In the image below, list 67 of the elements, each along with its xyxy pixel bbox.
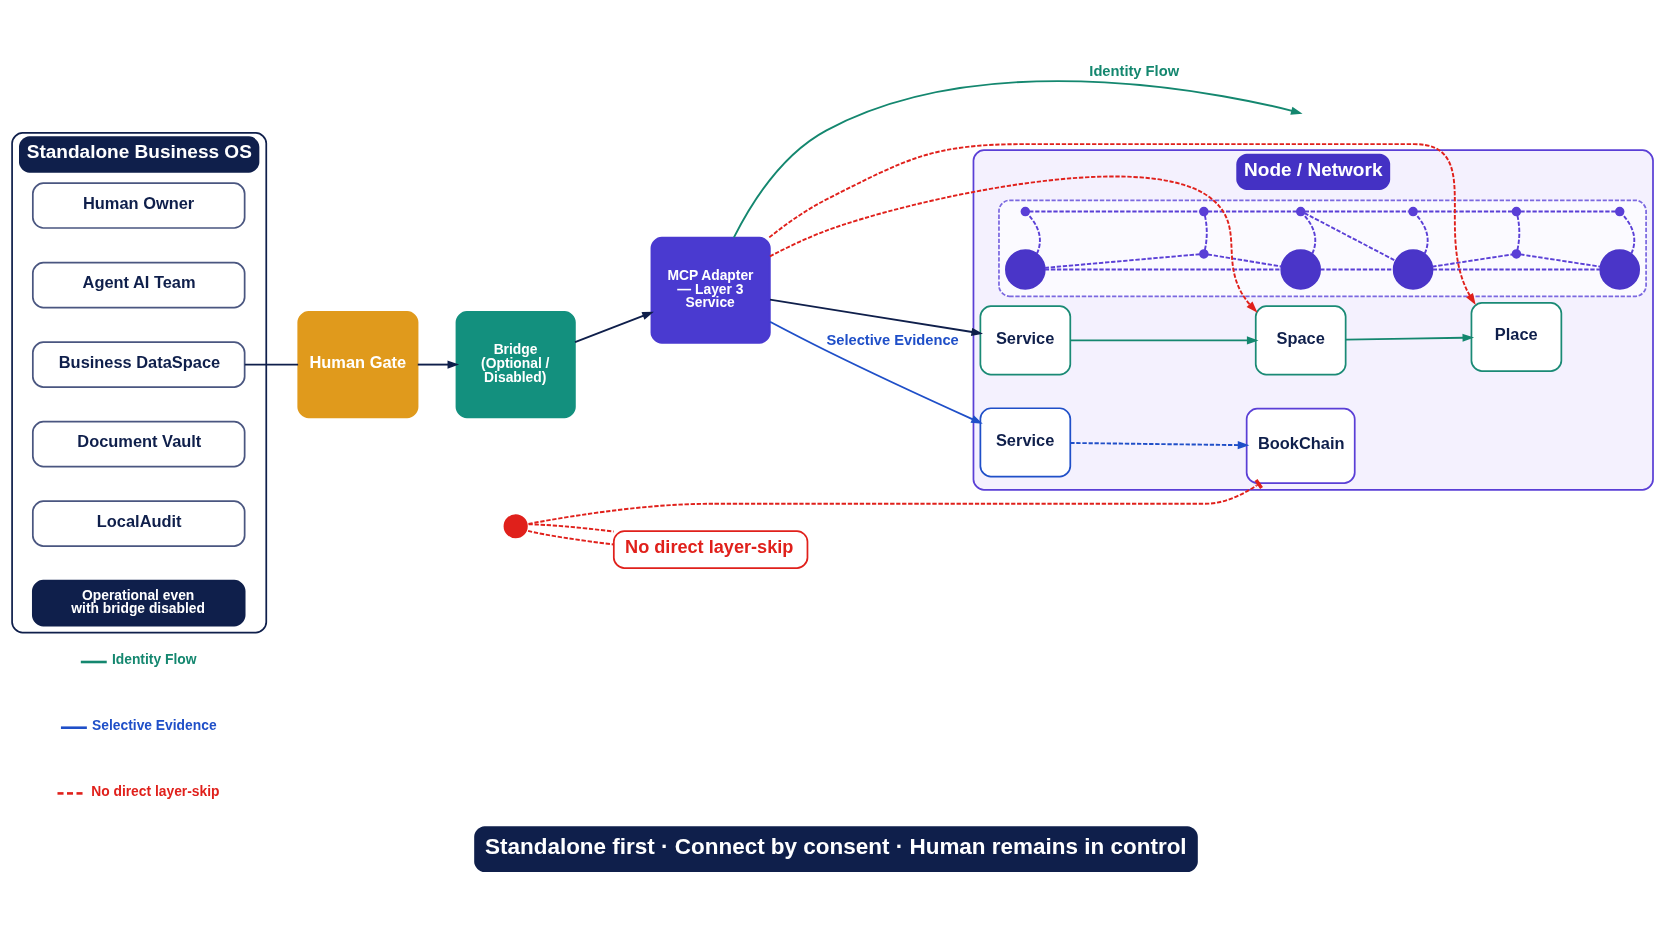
connector (1303, 210, 1410, 213)
legend-label: Selective Evidence (92, 717, 217, 734)
node-circle (1005, 249, 1046, 290)
connector (1044, 268, 1282, 271)
arrow (769, 320, 983, 424)
connector (243, 363, 300, 366)
arrow (1069, 441, 1250, 450)
connector (1431, 268, 1601, 271)
edge-label: Identity Flow (1089, 63, 1180, 80)
connector (1303, 212, 1397, 262)
connector (1414, 213, 1429, 255)
node-circle (1599, 249, 1641, 290)
connector (527, 478, 1263, 525)
node-box: Agent AI Team (31, 261, 246, 309)
node-circle (1295, 206, 1306, 217)
connector (527, 523, 615, 533)
arrow (768, 175, 1258, 313)
node-circle (1614, 206, 1625, 217)
legend-label: Identity Flow (111, 651, 197, 668)
connector (1028, 210, 1201, 213)
arrow (416, 360, 460, 369)
node-circle (501, 512, 530, 541)
node-box: Human Owner (31, 182, 246, 229)
arrow (1344, 333, 1475, 342)
node-box: Operational even with bridge disabled (31, 579, 246, 627)
node-box: Service (979, 305, 1072, 376)
node-box: Business DataSpace (31, 341, 246, 388)
node-circle (1408, 206, 1418, 217)
connector (1206, 210, 1298, 213)
connector (1302, 213, 1317, 255)
node-box: No direct layer-skip (612, 530, 809, 570)
arrow (1069, 336, 1259, 345)
node-box: Document Vault (31, 420, 246, 468)
connector (527, 529, 615, 546)
connector (1516, 214, 1521, 251)
edge-label: Selective Evidence (826, 332, 959, 349)
arrow (733, 80, 1303, 239)
cluster (998, 199, 1647, 298)
connector (1043, 253, 1201, 269)
connector (1519, 253, 1602, 268)
node-box: MCP Adapter — Layer 3 Service (650, 236, 771, 344)
node-box: LocalAudit (31, 500, 246, 547)
node-box: Space (1254, 305, 1347, 376)
connector (1519, 210, 1617, 213)
arrow (768, 143, 1476, 305)
arrow (574, 311, 654, 344)
node-circle (1280, 249, 1321, 290)
arrow (769, 298, 983, 336)
caption: Standalone first · Connect by consent · Human remains in control (484, 834, 1187, 860)
node-box: BookChain (1245, 407, 1356, 484)
connector (1416, 210, 1514, 213)
node-box: Place (1470, 301, 1563, 372)
connector (1027, 213, 1041, 255)
node-box: Service (979, 407, 1072, 478)
connector (1621, 213, 1636, 255)
connector (1431, 253, 1514, 268)
node-circle (1199, 249, 1209, 259)
node-box: Bridge (Optional / Disabled) (455, 311, 576, 419)
node-circle (1511, 249, 1522, 259)
node-circle (1392, 249, 1434, 290)
node-circle (1511, 206, 1522, 217)
node-circle (1020, 206, 1031, 217)
connector (1206, 253, 1283, 268)
node-box: Human Gate (297, 311, 419, 419)
connector (1203, 214, 1208, 251)
legend-label: No direct layer-skip (91, 782, 220, 799)
node-circle (1199, 206, 1209, 217)
